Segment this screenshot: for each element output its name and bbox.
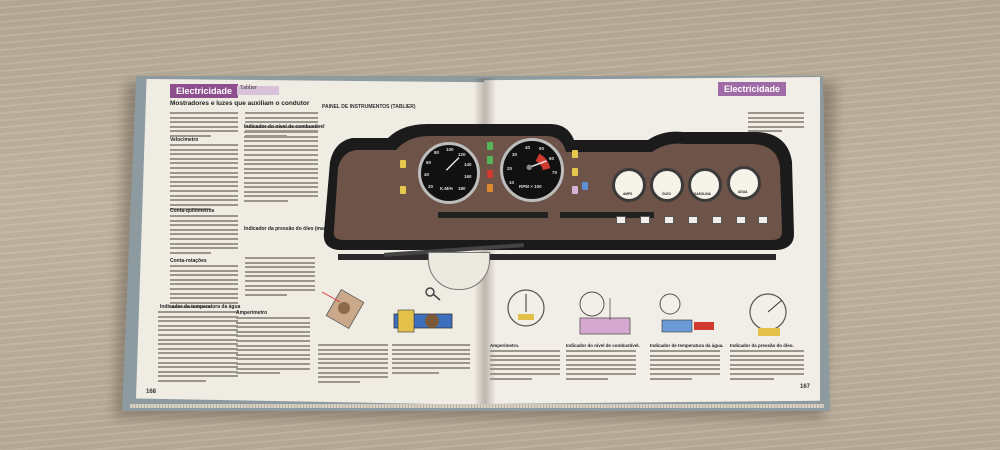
fuel-gauge	[688, 168, 722, 202]
warning-light-green-1	[487, 142, 493, 150]
page-number-right: 167	[800, 384, 810, 390]
dashboard-panel	[318, 122, 796, 272]
oil-pressure-gauge-diagram	[740, 290, 802, 340]
fuel-level-diagram	[570, 290, 640, 340]
subhead-amperimetro: Amperímetro	[236, 310, 267, 316]
rpm-tick-10: 10	[509, 180, 514, 185]
speedometer-unit: K.M/H	[440, 186, 453, 191]
speed-tick-180: 180	[458, 186, 466, 191]
caption-nivel-combustivel: Indicador do nível de combustível.	[566, 343, 640, 348]
bottom-text-2	[392, 344, 470, 376]
rpm-tick-50: 50	[539, 146, 544, 151]
warning-light-left-1	[400, 160, 406, 168]
caption-pressao-oleo: Indicador da pressão do óleo.	[730, 343, 794, 348]
text-column-1	[170, 112, 238, 140]
subhead-conta-quilometros: Conta-quilómetros	[170, 208, 214, 214]
fuel-label: GASOLINA	[694, 192, 711, 196]
page-number-left: 168	[146, 389, 156, 395]
ammeter-diagram	[504, 286, 548, 330]
rpm-tick-30: 30	[512, 152, 517, 157]
text-column-3c	[236, 317, 310, 377]
warning-light-left-2	[400, 186, 406, 194]
oil-pressure-sender-diagram	[388, 300, 458, 340]
subhead-velocimetro: Velocimetro	[170, 137, 198, 143]
speed-tick-120: 120	[458, 152, 466, 157]
bottom-text-4	[566, 350, 636, 382]
caption-temperatura-agua: Indicador de temperatura da água.	[650, 343, 724, 348]
section-tag-left: Electricidade	[170, 84, 238, 98]
subhead-temperatura-agua: Indicador da temperatura da água	[160, 304, 240, 310]
dash-switch-7	[758, 216, 768, 224]
speed-tick-140: 140	[464, 162, 472, 167]
rpm-tick-70: 70	[552, 170, 557, 175]
warning-light-orange	[487, 184, 493, 192]
section-tag-right: Electricidade	[718, 82, 786, 96]
speed-tick-20: 20	[428, 184, 433, 189]
dash-switch-2	[640, 216, 650, 224]
dash-switch-3	[664, 216, 674, 224]
topic-label: Tablier	[240, 85, 257, 91]
text-column-1b	[170, 144, 238, 213]
tachometer-unit: RPM × 100	[519, 184, 542, 189]
speed-tick-160: 160	[464, 174, 472, 179]
rpm-tick-20: 20	[507, 166, 512, 171]
ammeter-gauge	[612, 168, 646, 202]
dashboard-title: PAINEL DE INSTRUMENTOS (TABLIER)	[322, 104, 416, 110]
caption-amperimetro: Amperímetro.	[490, 343, 519, 348]
bottom-text-6	[730, 350, 804, 382]
speed-tick-40: 40	[424, 172, 429, 177]
speed-tick-60: 60	[426, 160, 431, 165]
dash-switch-4	[688, 216, 698, 224]
warning-light-right-2	[572, 168, 578, 176]
oil-pressure-gauge	[650, 168, 684, 202]
subhead-conta-rotacoes: Conta-rotações	[170, 258, 207, 264]
page-edges	[130, 404, 824, 408]
warning-light-right-1	[572, 150, 578, 158]
warning-light-right-4	[582, 182, 588, 190]
oil-label: ÓLEO	[662, 192, 671, 196]
rpm-tick-60: 60	[549, 156, 554, 161]
dash-switch-5	[712, 216, 722, 224]
subhead-nivel-combustivel: Indicador do nível de combustível	[244, 124, 325, 130]
text-column-3b	[244, 131, 318, 205]
water-temp-gauge-diagram	[654, 292, 724, 340]
ammeter-label: AMPS	[623, 192, 632, 196]
bottom-text-5	[650, 350, 720, 382]
speed-tick-80: 80	[434, 150, 439, 155]
page-heading: Mostradores e luzes que auxiliam o condu…	[170, 100, 309, 107]
water-temp-gauge	[727, 166, 761, 200]
text-column-2b	[245, 257, 315, 298]
water-label: ÁGUA	[738, 190, 747, 194]
bottom-text-1	[318, 344, 388, 385]
rpm-tick-40: 40	[525, 145, 530, 150]
dash-switch-6	[736, 216, 746, 224]
warning-light-red	[487, 170, 493, 178]
text-column-1c	[170, 215, 238, 256]
water-temp-sensor-diagram	[318, 284, 374, 334]
dash-switch-1	[616, 216, 626, 224]
warning-light-green-2	[487, 156, 493, 164]
bottom-text-3	[490, 350, 560, 382]
speed-tick-100: 100	[446, 147, 454, 152]
warning-light-right-3	[572, 186, 578, 194]
text-column-1e	[158, 311, 238, 385]
right-text-column	[748, 112, 804, 135]
